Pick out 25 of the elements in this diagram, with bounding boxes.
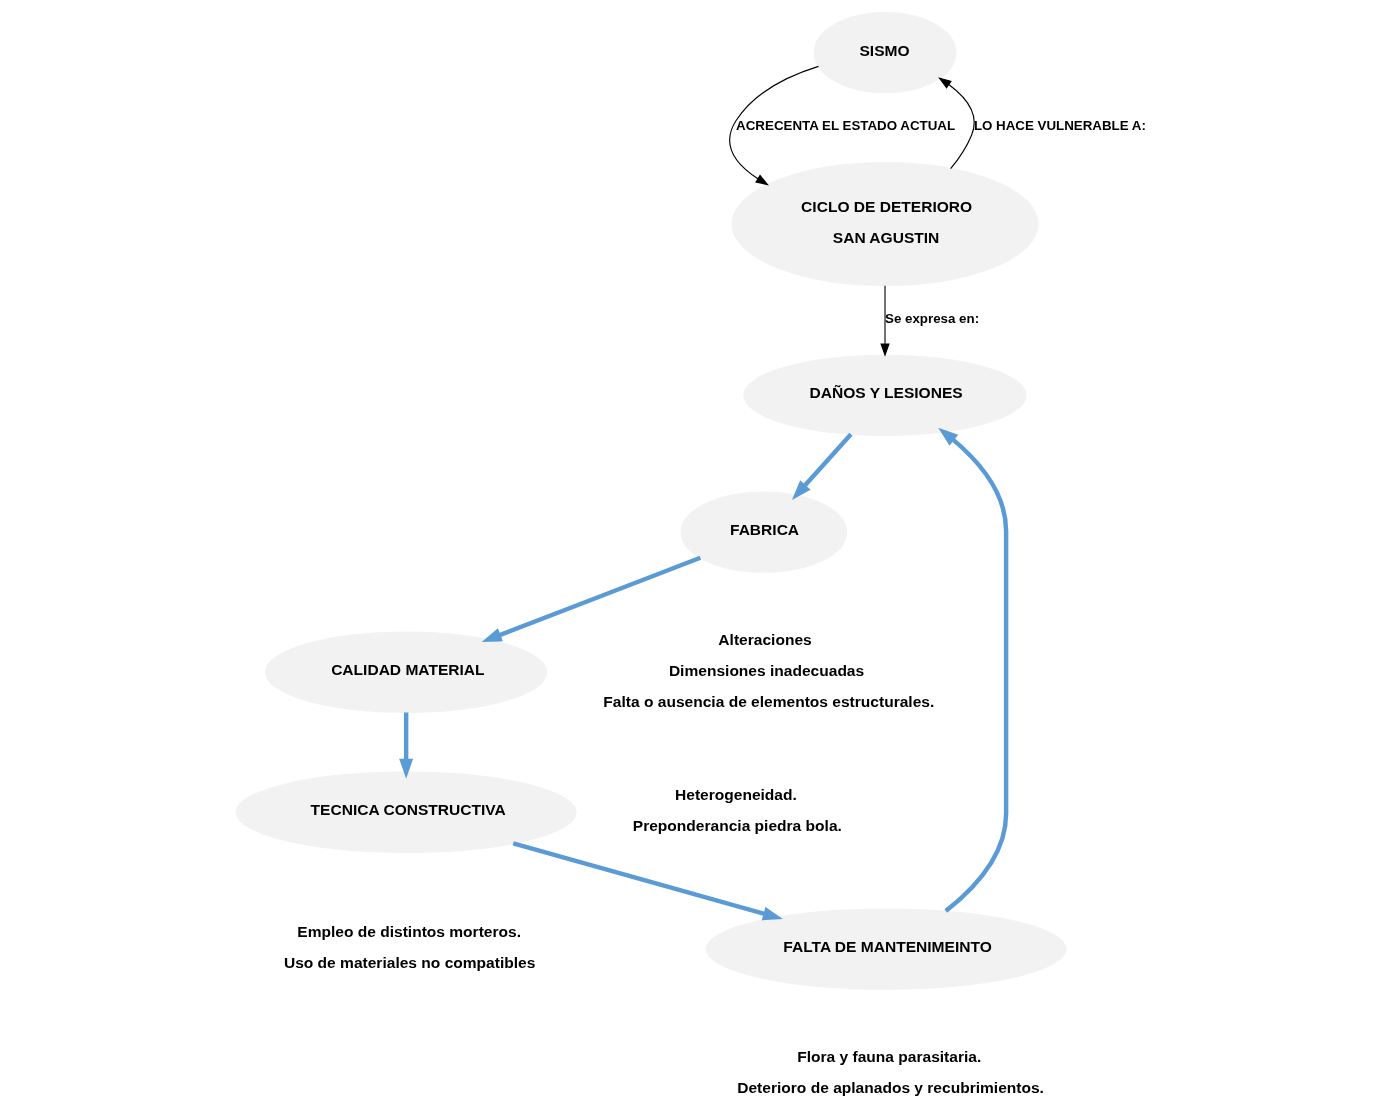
arrow: [481, 555, 701, 642]
arrow: [512, 841, 783, 921]
node-label: Heterogeneidad.: [674, 786, 797, 804]
arrow: [937, 427, 1008, 913]
node-label: Alteraciones: [717, 630, 812, 648]
node-label: Dimensiones inadecuadas: [668, 661, 864, 679]
arrow: [728, 65, 819, 186]
node-label: Falta o ausencia de elementos estructurales.: [602, 692, 934, 710]
node-ellipse: CALIDAD MATERIAL: [264, 631, 547, 713]
node-label: Deterioro de aplanados y recubrimientos.: [736, 1078, 1044, 1096]
node-label: Flora y fauna parasitaria.: [796, 1047, 981, 1065]
node-ellipse: FABRICA: [680, 491, 847, 573]
node-label: Preponderancia piedra bola.: [632, 817, 842, 835]
arrow: [879, 285, 890, 357]
node-label: Uso de materiales no compatibles: [283, 954, 535, 972]
node-label: Empleo de distintos morteros.: [296, 923, 521, 941]
edge-label: LO HACE VULNERABLE A:: [973, 118, 1146, 134]
arrow: [937, 77, 975, 170]
edge-label: ACRECENTA EL ESTADO ACTUAL: [735, 118, 955, 134]
node-ellipse: DAÑOS Y LESIONES: [742, 354, 1027, 437]
node-ellipse: TECNICA CONSTRUCTIVA: [235, 771, 577, 853]
node-ellipse: CICLO DE DETERIORO SAN AGUSTIN: [730, 162, 1039, 287]
node-ellipse: SISMO: [813, 12, 956, 94]
arrow: [791, 432, 853, 500]
arrow: [398, 712, 413, 779]
